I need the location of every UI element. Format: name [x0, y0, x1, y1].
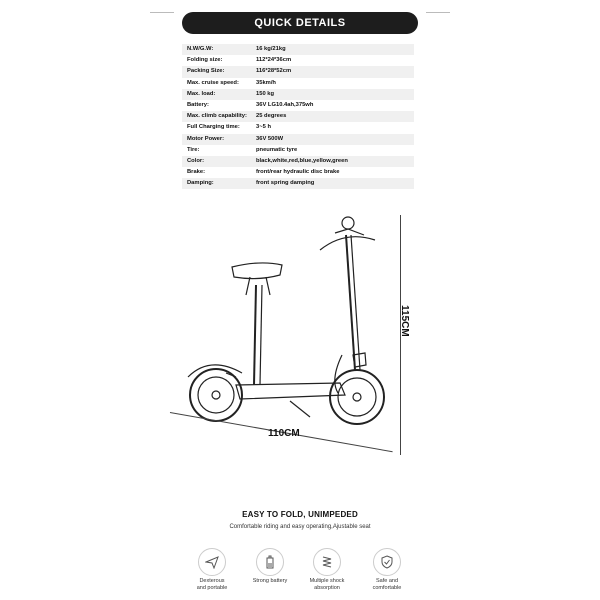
spec-label: Battery: [187, 102, 209, 109]
spec-value: front spring damping [256, 180, 315, 187]
spec-row: Full Charging time: 3~5 h [182, 122, 414, 133]
features-subheading: Comfortable riding and easy operating,Aj… [229, 524, 371, 530]
spec-value: 112*24*36cm [256, 57, 292, 64]
shield-check-icon [373, 548, 401, 576]
spec-label: Packing Size: [187, 68, 225, 75]
height-dimension-line [400, 215, 401, 455]
spec-label: Max. cruise speed: [187, 79, 239, 86]
spec-row: Tire: pneumatic tyre [182, 145, 414, 156]
spec-label: Folding size: [187, 57, 223, 64]
spring-icon [313, 548, 341, 576]
spec-label: N.W/G.W: [187, 46, 214, 53]
spec-label: Damping: [187, 180, 214, 187]
spec-value: 36V LG10.4ah,375wh [256, 102, 314, 109]
spec-value: 16 kg/21kg [256, 46, 286, 53]
spec-row: Max. load: 150 kg [182, 88, 414, 100]
spec-row: Color: black,white,red,blue,yellow,green [182, 155, 414, 168]
spec-row: Brake: front/rear hydraulic disc brake [182, 167, 414, 178]
length-label: 110CM [268, 428, 300, 439]
feature-item: Dexterous and portable [182, 548, 242, 591]
spec-label: Max. climb capability: [187, 113, 247, 120]
spec-row: Max. cruise speed: 35km/h [182, 78, 414, 89]
feature-icons: Dexterous and portable Strong battery Mu… [0, 548, 600, 600]
spec-row: Damping: front spring damping [182, 178, 414, 190]
spec-row: Packing Size: 116*28*52cm [182, 66, 414, 78]
scooter-illustration [187, 216, 385, 425]
paper-plane-icon [198, 548, 226, 576]
spec-label: Full Charging time: [187, 124, 240, 131]
spec-row: N.W/G.W: 16 kg/21kg [182, 44, 414, 56]
quick-details-header: QUICK DETAILS [182, 12, 418, 34]
feature-label: Multiple shock absorption [309, 578, 345, 591]
header-deco-line-left [150, 12, 174, 13]
spec-label: Max. load: [187, 90, 216, 97]
features-heading: EASY TO FOLD, UNIMPEDED [242, 510, 358, 519]
spec-value: 3~5 h [256, 124, 271, 131]
feature-item: Strong battery [240, 548, 300, 585]
spec-value: 116*28*52cm [256, 68, 292, 75]
spec-value: front/rear hydraulic disc brake [256, 169, 340, 176]
spec-value: 35km/h [256, 79, 276, 86]
features-section: EASY TO FOLD, UNIMPEDED Comfortable ridi… [0, 510, 600, 530]
spec-row: Motor Power: 36V 500W [182, 133, 414, 145]
feature-item: Multiple shock absorption [297, 548, 357, 591]
feature-label: Dexterous and portable [196, 578, 228, 591]
spec-label: Tire: [187, 146, 200, 153]
spec-table: N.W/G.W: 16 kg/21kg Folding size: 112*24*3… [182, 44, 414, 190]
spec-value: 150 kg [256, 90, 275, 97]
spec-label: Motor Power: [187, 135, 225, 142]
battery-icon [256, 548, 284, 576]
spec-value: 36V 500W [256, 135, 284, 142]
spec-value: 25 degrees [256, 113, 287, 120]
feature-label: Strong battery [252, 578, 288, 584]
feature-item: Safe and comfortable [357, 548, 417, 591]
spec-row: Max. climb capability: 25 degrees [182, 111, 414, 123]
header-title: QUICK DETAILS [254, 17, 346, 29]
spec-value: pneumatic tyre [256, 146, 298, 153]
spec-value: black,white,red,blue,yellow,green [256, 157, 348, 164]
feature-label: Safe and comfortable [372, 578, 402, 591]
header-deco-line-right [426, 12, 450, 13]
spec-label: Brake: [187, 169, 206, 176]
spec-row: Battery: 36V LG10.4ah,375wh [182, 100, 414, 111]
spec-label: Color: [187, 157, 205, 164]
spec-row: Folding size: 112*24*36cm [182, 55, 414, 66]
height-label: 115CM [399, 305, 410, 337]
